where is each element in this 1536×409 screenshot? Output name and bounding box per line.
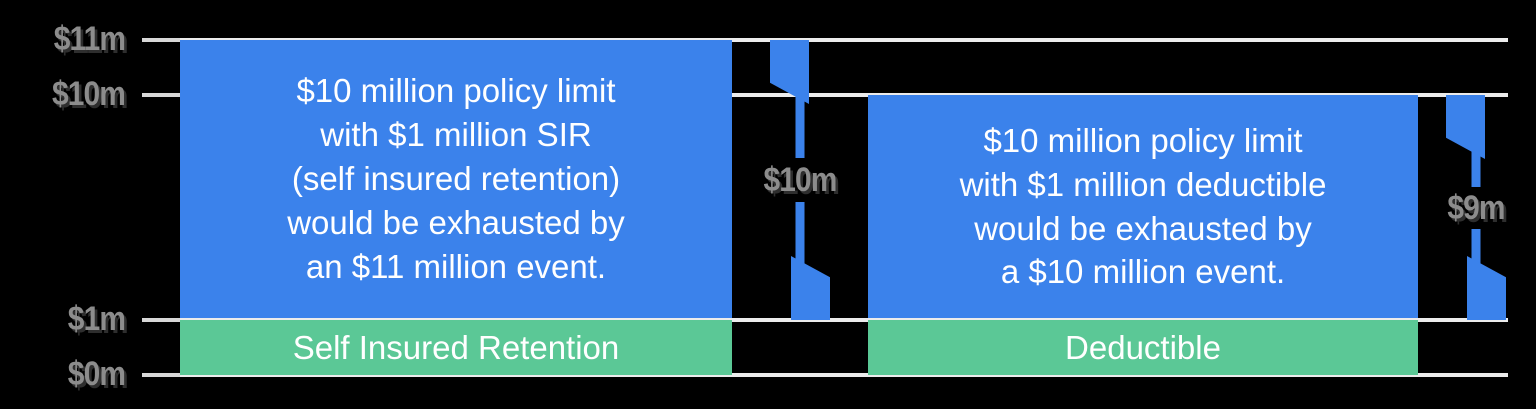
bar-self-insured-retention: Self Insured Retention <box>180 320 732 375</box>
bar-deductible-label: Deductible <box>1065 328 1221 366</box>
tick-stub-0m <box>142 373 180 377</box>
axis-label-10m: $10m <box>51 75 126 113</box>
bar-self-insured-retention-label: Self Insured Retention <box>292 328 620 366</box>
tick-stub-10m <box>142 93 180 97</box>
bar-policy-limit-sir-label: $10 million policy limit with $1 million… <box>287 72 625 285</box>
bar-deductible: Deductible <box>868 320 1418 375</box>
axis-label-0m: $0m <box>67 355 126 393</box>
gridline-0m <box>142 373 1508 377</box>
arrow-9m-icon <box>1446 95 1506 320</box>
tick-stub-1m <box>142 318 180 322</box>
axis-label-1m: $1m <box>67 300 126 338</box>
arrow-10m-label: $10m <box>763 161 837 199</box>
gridline-10m <box>142 93 1508 97</box>
gridline-11m <box>142 38 1508 42</box>
bar-policy-limit-deductible-label: $10 million policy limit with $1 million… <box>959 121 1327 291</box>
bar-policy-limit-sir: $10 million policy limit with $1 million… <box>180 40 732 318</box>
arrow-9m-label: $9m <box>1447 189 1505 227</box>
arrow-10m-icon <box>770 40 830 320</box>
arrow-9m-group: $9m <box>1446 95 1506 320</box>
arrow-10m-group: $10m <box>763 40 837 320</box>
bar-policy-limit-deductible: $10 million policy limit with $1 million… <box>868 95 1418 318</box>
axis-label-11m: $11m <box>53 20 126 58</box>
gridline-1m <box>142 318 1508 322</box>
tick-stub-11m <box>142 38 180 42</box>
